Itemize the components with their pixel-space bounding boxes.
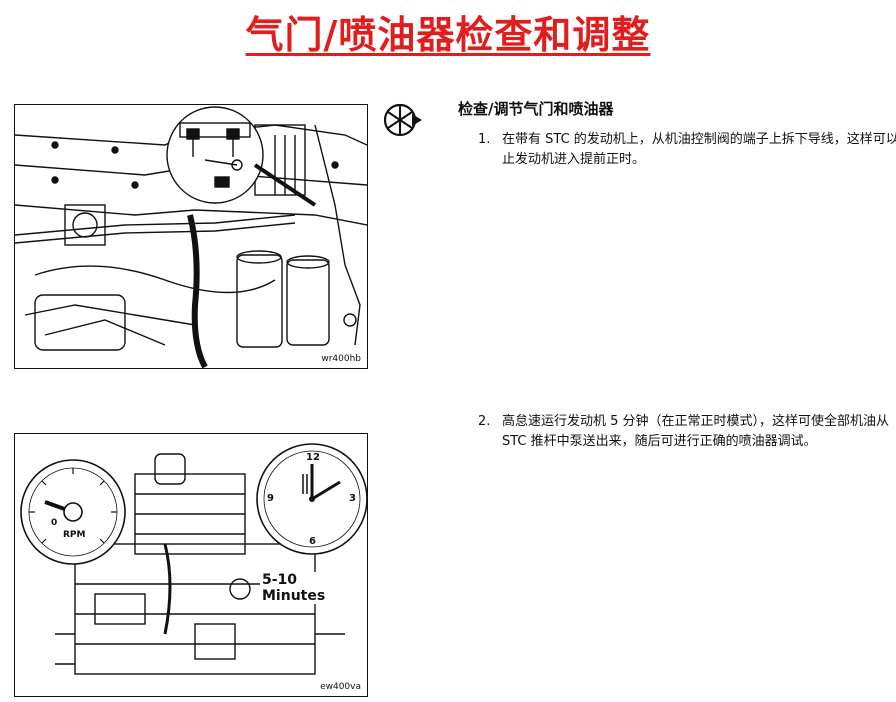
duration-label: 5-10 Minutes (260, 572, 367, 604)
step-number: 2. (478, 414, 491, 429)
engine-illustration (15, 106, 367, 368)
clock-number-6: 6 (309, 536, 316, 547)
valve-adjust-icon (383, 103, 422, 137)
clock-number-3: 3 (349, 493, 356, 504)
step-text: 高怠速运行发动机 5 分钟（在正常正时模式），这样可使全部机油从 STC 推杆中… (502, 414, 890, 449)
step-1: 1. 在带有 STC 的发动机上，从机油控制阀的端子上拆下导线，这样可以防止发动… (478, 130, 896, 174)
section-heading: 检查/调节气门和喷油器 (458, 100, 614, 118)
tach-rpm-label: RPM (63, 530, 86, 540)
engine-wiring-figure: wr400hb (14, 104, 368, 369)
idle-run-figure: 0 RPM 12 3 6 9 5-10 Minutes ew400va (14, 433, 368, 697)
engine-idle-illustration (20, 443, 367, 675)
clock-number-9: 9 (267, 493, 274, 504)
tach-zero-label: 0 (51, 518, 58, 528)
step-text: 在带有 STC 的发动机上，从机油控制阀的端子上拆下导线，这样可以防止发动机进入… (502, 132, 896, 167)
step-2: 2. 高怠速运行发动机 5 分钟（在正常正时模式），这样可使全部机油从 STC … (478, 412, 896, 478)
page-title: 气门/喷油器检查和调整 (245, 13, 651, 57)
tachometer (20, 459, 126, 565)
figure-code: wr400hb (321, 354, 361, 364)
clock (256, 443, 367, 555)
figure-code: ew400va (320, 682, 361, 692)
clock-number-12: 12 (306, 452, 320, 463)
step-number: 1. (478, 132, 491, 147)
